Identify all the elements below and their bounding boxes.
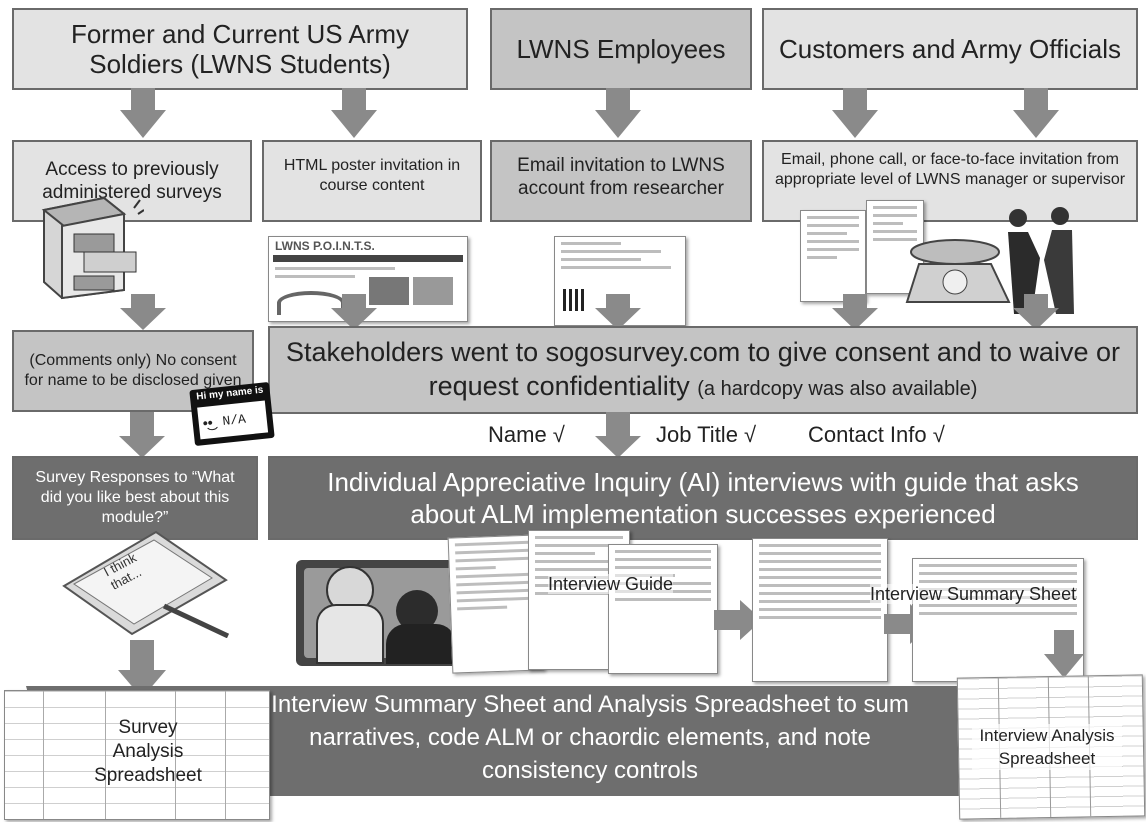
consent-box: Stakeholders went to sogosurvey.com to g… <box>268 326 1138 414</box>
invitation-letter-doc-1 <box>800 210 866 302</box>
right-arrow-1 <box>714 600 762 640</box>
hardcopy-note: (a hardcopy was also available) <box>697 377 978 400</box>
down-arrow <box>119 412 165 458</box>
down-arrow <box>331 88 377 138</box>
telephone-icon <box>905 239 1011 303</box>
coding-form-doc <box>752 538 888 682</box>
interview-guide-doc-3 <box>608 544 718 674</box>
employees-label: LWNS Employees <box>516 34 726 64</box>
filing-cabinet-icon <box>41 196 144 300</box>
poster-brand: LWNS P.O.I.N.T.S. <box>275 239 375 253</box>
down-arrow <box>331 294 377 330</box>
email-label: Email invitation to LWNS account from re… <box>517 155 725 199</box>
consent-field-jobtitle: Job Title √ <box>656 422 756 448</box>
down-arrow <box>1013 294 1059 330</box>
handshake-people-icon <box>1008 207 1074 314</box>
interview-summary-label: Interview Summary Sheet <box>870 584 1077 604</box>
down-arrow <box>120 88 166 138</box>
clipboard-icon <box>62 530 230 638</box>
phone-box: Email, phone call, or face-to-face invit… <box>762 140 1138 222</box>
interview-sheet-label: Interview Analysis Spreadsheet <box>972 724 1122 770</box>
employees-box: LWNS Employees <box>490 8 752 90</box>
field-job-title: Job Title √ <box>656 422 757 447</box>
customers-box: Customers and Army Officials <box>762 8 1138 90</box>
consent-field-contact: Contact Info √ <box>808 422 945 448</box>
interview-scene <box>296 560 466 666</box>
down-arrow <box>120 294 166 330</box>
analysis-banner-text: Interview Summary Sheet and Analysis Spr… <box>250 688 930 787</box>
down-arrow <box>595 88 641 138</box>
down-arrow-survey <box>118 640 166 698</box>
down-arrow <box>595 412 641 458</box>
survey-sheet-label: Survey Analysis Spreadsheet <box>94 717 202 786</box>
soldiers-label: Former and Current US Army Soldiers (LWN… <box>70 19 410 79</box>
arrows-row3 <box>119 412 641 458</box>
interview-guide-label: Interview Guide <box>548 574 674 594</box>
poster-screenshot: LWNS P.O.I.N.T.S. <box>268 236 468 322</box>
down-arrow <box>595 294 641 330</box>
consent-fields: Name √ <box>488 422 565 448</box>
down-arrow <box>1013 88 1059 138</box>
email-letter-doc <box>554 236 686 326</box>
arrows-row2 <box>120 294 1059 330</box>
down-arrow <box>832 294 878 330</box>
ai-interview-box: Individual Appreciative Inquiry (AI) int… <box>268 456 1138 540</box>
down-arrow <box>832 88 878 138</box>
poster-box: HTML poster invitation in course content <box>262 140 482 222</box>
soldiers-box: Former and Current US Army Soldiers (LWN… <box>12 8 468 90</box>
access-surveys-label: Access to previously administered survey… <box>42 159 222 203</box>
survey-responses-box: Survey Responses to “What did you like b… <box>12 456 258 540</box>
arrows-row1 <box>120 88 1059 138</box>
ai-interview-label: Individual Appreciative Inquiry (AI) int… <box>327 467 1079 529</box>
survey-responses-label: Survey Responses to “What did you like b… <box>35 469 235 526</box>
field-contact-info: Contact Info √ <box>808 422 945 447</box>
poster-label: HTML poster invitation in course content <box>283 157 461 194</box>
comments-label: (Comments only) No consent for name to b… <box>24 352 242 389</box>
field-name: Name √ <box>488 422 565 447</box>
survey-analysis-spreadsheet <box>4 690 270 820</box>
phone-label: Email, phone call, or face-to-face invit… <box>774 151 1126 188</box>
customers-label: Customers and Army Officials <box>779 34 1121 64</box>
analysis-label: Interview Summary Sheet and Analysis Spr… <box>271 691 909 784</box>
down-arrow-summary <box>1044 630 1084 678</box>
consent-label: Stakeholders went to sogosurvey.com to g… <box>286 336 1120 401</box>
email-box: Email invitation to LWNS account from re… <box>490 140 752 222</box>
